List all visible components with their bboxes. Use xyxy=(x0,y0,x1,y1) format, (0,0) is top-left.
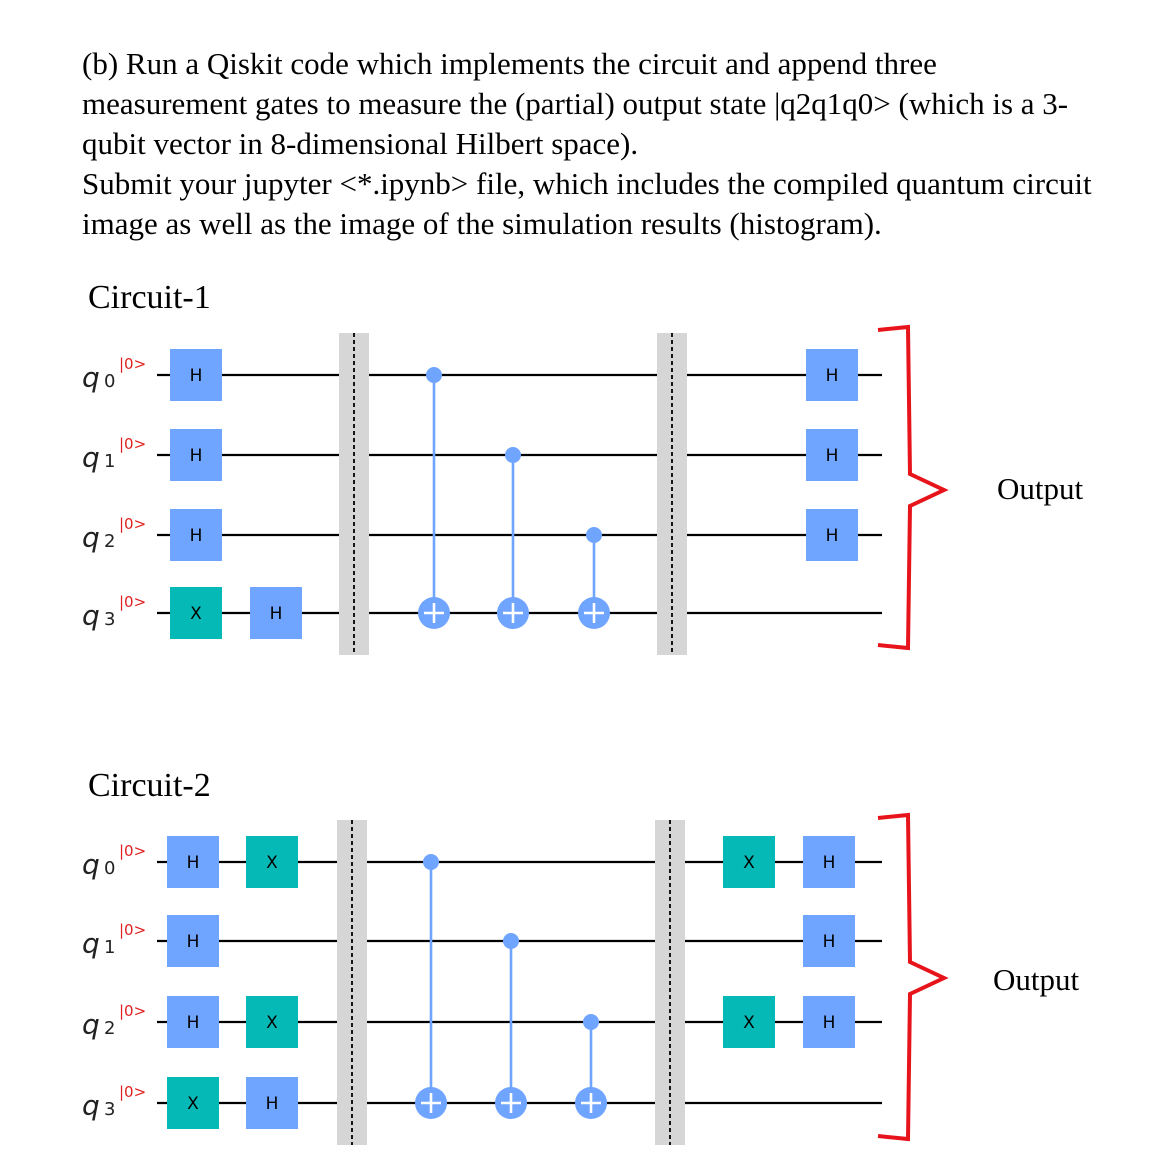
circuit2-gate-label-11: H xyxy=(823,1013,836,1033)
circuit2-qubit-label-q3: q xyxy=(82,1089,100,1122)
circuit1-gate-h-q0-5 xyxy=(806,349,858,401)
circuit2-gate-label-7: X xyxy=(743,853,755,873)
circuit1-gate-h-q2-2 xyxy=(170,509,222,561)
circuit2-gate-label-10: X xyxy=(743,1013,755,1033)
circuit2-qubit-label-q2: q xyxy=(82,1008,100,1041)
circuit2-gate-h-q0-8 xyxy=(803,836,855,888)
circuit1-gate-label-7: H xyxy=(826,526,839,546)
circuit1-gate-x-q3-3 xyxy=(170,587,222,639)
circuit1-initial-state-q3: |0> xyxy=(119,593,146,611)
circuit2-gate-h-q3-6 xyxy=(246,1077,298,1129)
instructions-paragraph: (b) Run a Qiskit code which implements t… xyxy=(82,44,1170,244)
circuit1-qubit-label-q2: q xyxy=(82,521,100,554)
circuit2-gate-label-3: H xyxy=(187,1013,200,1033)
paragraph-line-4: Submit your jupyter <*.ipynb> file, whic… xyxy=(82,166,1092,201)
circuit1-gate-h-q1-1 xyxy=(170,429,222,481)
circuit2-qubit-index-q2: 2 xyxy=(104,1018,115,1039)
circuit2-gate-x-q0-1 xyxy=(246,836,298,888)
circuit1-qubit-label-q0: q xyxy=(82,361,100,394)
paragraph-line-1: (b) Run a Qiskit code which implements t… xyxy=(82,46,937,81)
circuit1-qubit-index-q0: 0 xyxy=(104,371,115,392)
circuit1-initial-state-q0: |0> xyxy=(119,355,146,373)
circuit1-qubit-index-q3: 3 xyxy=(104,609,115,630)
circuit2-qubit-label-q1: q xyxy=(82,927,100,960)
circuit1-initial-state-q2: |0> xyxy=(119,515,146,533)
circuit-2-output-label: Output xyxy=(993,962,1080,997)
circuit2-qubit-index-q1: 1 xyxy=(104,937,115,958)
circuit1-cnot-control-dot-2 xyxy=(586,527,602,543)
circuit2-gate-x-q2-4 xyxy=(246,996,298,1048)
circuit1-qubit-label-q1: q xyxy=(82,441,100,474)
circuit2-gate-x-q2-10 xyxy=(723,996,775,1048)
circuit2-qubit-index-q0: 0 xyxy=(104,858,115,879)
circuit2-initial-state-q2: |0> xyxy=(119,1002,146,1020)
circuit2-gate-label-4: X xyxy=(266,1013,278,1033)
circuit1-output-bracket xyxy=(877,324,949,651)
circuit1-cnot-control-dot-0 xyxy=(426,367,442,383)
circuit2-qubit-index-q3: 3 xyxy=(104,1099,115,1120)
circuit1-initial-state-q1: |0> xyxy=(119,435,146,453)
circuit1-gate-label-2: H xyxy=(190,526,203,546)
circuit2-cnot-control-dot-0 xyxy=(423,854,439,870)
circuit1-gate-label-3: X xyxy=(190,604,202,624)
circuit1-qubit-index-q2: 2 xyxy=(104,531,115,552)
circuit2-gate-h-q0-0 xyxy=(167,836,219,888)
circuit2-gate-h-q1-2 xyxy=(167,915,219,967)
circuit2-gate-label-6: H xyxy=(266,1094,279,1114)
circuit1-gate-h-q3-4 xyxy=(250,587,302,639)
circuit2-gate-label-9: H xyxy=(823,932,836,952)
circuit2-gate-label-5: X xyxy=(187,1094,199,1114)
paragraph-line-3: qubit vector in 8-dimensional Hilbert sp… xyxy=(82,126,639,161)
circuit1-gate-h-q2-7 xyxy=(806,509,858,561)
circuit1-gate-label-0: H xyxy=(190,366,203,386)
circuit1-gate-label-5: H xyxy=(826,366,839,386)
circuit1-gate-label-1: H xyxy=(190,446,203,466)
circuit1-qubit-index-q1: 1 xyxy=(104,451,115,472)
circuit-1-output-label: Output xyxy=(997,471,1084,506)
circuit2-gate-label-1: X xyxy=(266,853,278,873)
circuit1-gate-h-q1-6 xyxy=(806,429,858,481)
circuit2-initial-state-q0: |0> xyxy=(119,842,146,860)
circuit2-gate-label-0: H xyxy=(187,853,200,873)
circuit2-gate-label-2: H xyxy=(187,932,200,952)
paragraph-line-5: image as well as the image of the simula… xyxy=(82,206,882,241)
circuit2-cnot-control-dot-2 xyxy=(583,1014,599,1030)
circuit2-initial-state-q3: |0> xyxy=(119,1083,146,1101)
circuit1-gate-h-q0-0 xyxy=(170,349,222,401)
circuit2-gate-h-q2-3 xyxy=(167,996,219,1048)
circuit2-gate-label-8: H xyxy=(823,853,836,873)
circuit2-gate-x-q0-7 xyxy=(723,836,775,888)
circuit1-cnot-control-dot-1 xyxy=(505,447,521,463)
circuit1-gate-label-6: H xyxy=(826,446,839,466)
circuit2-qubit-label-q0: q xyxy=(82,848,100,881)
circuit2-initial-state-q1: |0> xyxy=(119,921,146,939)
circuit2-cnot-control-dot-1 xyxy=(503,933,519,949)
circuit1-gate-label-4: H xyxy=(270,604,283,624)
circuit2-gate-h-q1-9 xyxy=(803,915,855,967)
circuit-2-title: Circuit-2 xyxy=(88,767,211,804)
paragraph-line-2: measurement gates to measure the (partia… xyxy=(82,86,1069,121)
circuit2-gate-x-q3-5 xyxy=(167,1077,219,1129)
circuit2-gate-h-q2-11 xyxy=(803,996,855,1048)
circuit-1-title: Circuit-1 xyxy=(88,279,211,316)
circuit1-qubit-label-q3: q xyxy=(82,599,100,632)
circuit2-output-bracket xyxy=(877,812,949,1142)
